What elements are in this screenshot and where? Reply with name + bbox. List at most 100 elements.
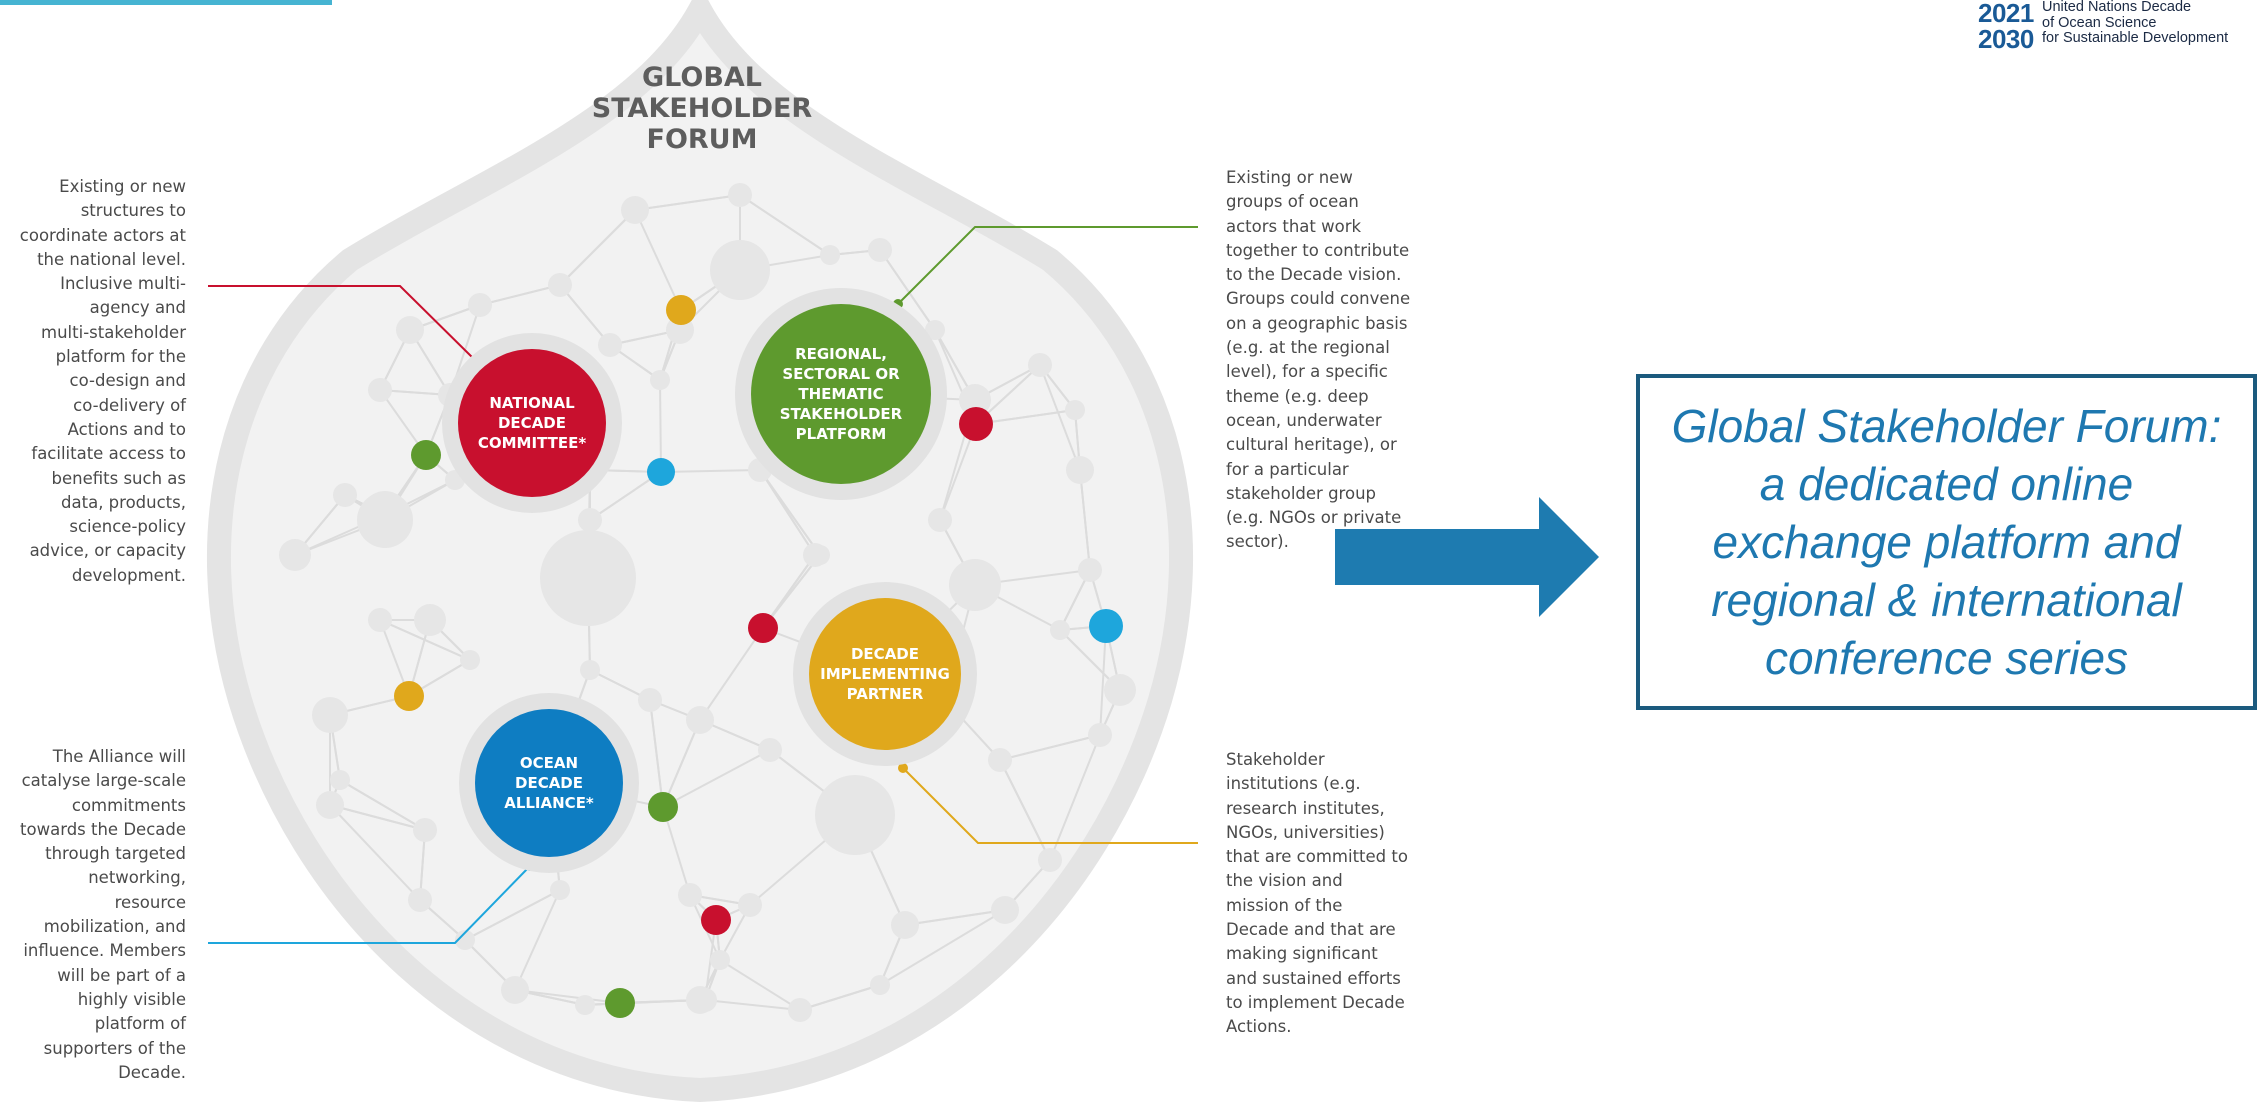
node-label-national: NATIONAL DECADE COMMITTEE* (477, 394, 587, 452)
network-node (540, 530, 636, 626)
network-node (1038, 848, 1062, 872)
network-node (548, 273, 572, 297)
network-edge (879, 249, 936, 331)
network-edge (464, 889, 561, 941)
network-node (868, 238, 892, 262)
network-edge (699, 627, 764, 721)
logo-year-end: 2030 (1978, 24, 2034, 54)
network-edge (719, 959, 801, 1011)
network-edge (999, 734, 1101, 761)
description-ocean-decade-alliance: The Alliance will catalyse large-scale c… (20, 747, 186, 1082)
forum-teardrop-outline (207, 0, 1193, 1103)
network-edge (939, 423, 977, 521)
network-colored-node (666, 295, 696, 325)
network-edge (904, 909, 1006, 926)
network-colored-node (605, 988, 635, 1018)
description-national-committee: Existing or new structures to coordinate… (19, 177, 186, 585)
network-edge (759, 469, 821, 556)
network-node (396, 316, 424, 344)
network-node (1078, 558, 1102, 582)
network-node (501, 976, 529, 1004)
network-colored-node (411, 440, 441, 470)
network-node (1104, 674, 1136, 706)
network-node (550, 880, 570, 900)
description-implementing-partner: Stakeholder institutions (e.g. research … (1226, 750, 1408, 1037)
network-node (413, 818, 437, 842)
network-node (368, 378, 392, 402)
logo-years: 2021 2030 (1978, 0, 2034, 52)
network-colored-node (648, 792, 678, 822)
network-colored-node (748, 613, 778, 643)
node-regional-platform (735, 288, 947, 500)
logo-line-3: for Sustainable Development (2042, 30, 2229, 46)
network-node (468, 293, 492, 317)
network-node (368, 608, 392, 632)
network-node (1066, 456, 1094, 484)
network-node (693, 988, 717, 1012)
network-edge (762, 554, 821, 629)
callout-text: Global Stakeholder Forum: a dedicated on… (1671, 400, 2222, 684)
logo-line-1: United Nations Decade (2042, 0, 2192, 15)
network-node (991, 896, 1019, 924)
network-edge (634, 194, 741, 211)
network-node (455, 930, 475, 950)
network-node (925, 320, 945, 340)
network-edge (1079, 469, 1091, 571)
network-node (820, 245, 840, 265)
logo-year-start: 2021 (1978, 0, 2034, 28)
network-node (1050, 620, 1070, 640)
network-edge (634, 209, 682, 311)
forum-title: GLOBAL STAKEHOLDER FORUM (591, 62, 813, 155)
network-node (788, 998, 812, 1022)
network-edge (662, 749, 771, 808)
node-label-implementing: DECADE IMPLEMENTING PARTNER (820, 645, 950, 703)
network-edge (799, 984, 881, 1011)
network-diagram (207, 0, 1198, 1103)
network-colored-node (1089, 609, 1123, 643)
connector-regional (897, 226, 1198, 305)
node-national-decade-committee (442, 333, 622, 513)
connector-national (208, 285, 479, 364)
network-node (928, 508, 952, 532)
network-node (408, 888, 432, 912)
network-node (312, 697, 348, 733)
logo-line-2: of Ocean Science (2042, 14, 2157, 31)
network-edge (662, 806, 691, 896)
network-node (575, 995, 595, 1015)
network-edge (1099, 625, 1107, 736)
network-node (678, 883, 702, 907)
network-colored-node (647, 458, 675, 486)
network-edge (659, 379, 662, 473)
network-node (650, 370, 670, 390)
network-edge (559, 209, 636, 286)
network-node (316, 791, 344, 819)
network-node (598, 333, 622, 357)
network-node (361, 491, 409, 539)
network-edge (329, 804, 421, 901)
network-node (710, 240, 770, 300)
network-edge (514, 889, 561, 991)
network-node (891, 911, 919, 939)
network-colored-node (394, 681, 424, 711)
network-edge (879, 909, 1006, 986)
network-node (1088, 723, 1112, 747)
network-node (738, 893, 762, 917)
logo-text: United Nations Decade of Ocean Science f… (2042, 0, 2228, 47)
network-node (810, 545, 830, 565)
network-edge (1039, 364, 1081, 471)
network-node (710, 950, 730, 970)
network-node (758, 738, 782, 762)
network-edge (514, 989, 621, 1004)
network-edge (649, 699, 664, 808)
forum-callout-box: Global Stakeholder Forum: a dedicated on… (1636, 374, 2257, 710)
network-edge (739, 194, 831, 256)
connector-implementing (902, 767, 1198, 844)
node-label-alliance: OCEAN DECADE ALLIANCE* (504, 754, 594, 812)
network-edge (479, 284, 561, 306)
network-edge (339, 779, 426, 831)
node-ocean-decade-alliance (459, 693, 639, 873)
un-ocean-decade-logo: 2021 2030 United Nations Decade of Ocean… (1978, 0, 2263, 60)
network-edge (589, 471, 662, 521)
top-accent-bar (0, 0, 332, 5)
node-label-regional: REGIONAL, SECTORAL OR THEMATIC STAKEHOLD… (779, 345, 903, 443)
